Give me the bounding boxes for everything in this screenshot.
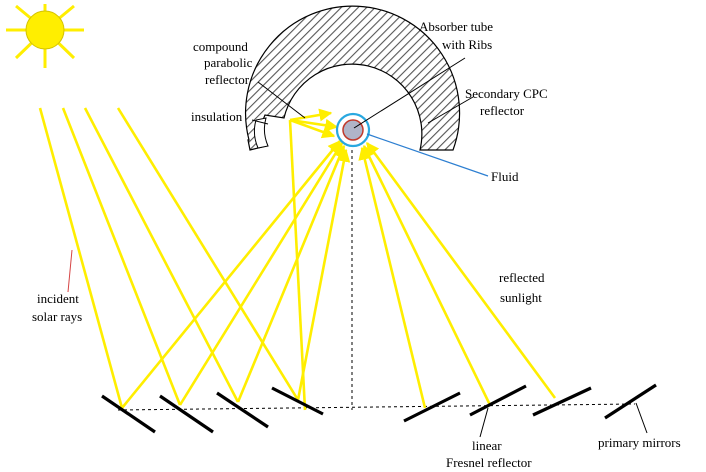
- label-linear-2: Fresnel reflector: [446, 455, 532, 470]
- reflected-rays-right: [358, 141, 557, 409]
- label-cpc-2: parabolic: [204, 55, 253, 70]
- label-incident-2: solar rays: [32, 309, 82, 324]
- mirror-baseline: [117, 403, 636, 411]
- incident-rays: [38, 107, 300, 409]
- leader-lines: [67, 57, 648, 438]
- label-insulation: insulation: [191, 109, 243, 124]
- cpc-reflections: [289, 108, 339, 139]
- label-cpc-3: reflector: [205, 72, 250, 87]
- label-linear-1: linear: [472, 438, 502, 453]
- insulation-layer: [253, 117, 269, 149]
- label-secondary-1: Secondary CPC: [465, 86, 548, 101]
- label-secondary-2: reflector: [480, 103, 525, 118]
- label-reflected-1: reflected: [499, 270, 545, 285]
- label-absorber-2: with Ribs: [442, 37, 492, 52]
- receiver-cavity: [244, 5, 461, 151]
- label-primary-mirrors: primary mirrors: [598, 435, 681, 450]
- sun-icon: [6, 4, 84, 68]
- label-fluid: Fluid: [491, 169, 519, 184]
- reflected-rays-left: [120, 119, 351, 411]
- label-reflected-2: sunlight: [500, 290, 542, 305]
- primary-mirrors: [101, 383, 657, 434]
- label-absorber-1: Absorber tube: [419, 19, 493, 34]
- absorber-tube: [335, 112, 371, 148]
- label-incident-1: incident: [37, 291, 79, 306]
- label-cpc-1: compound: [193, 39, 248, 54]
